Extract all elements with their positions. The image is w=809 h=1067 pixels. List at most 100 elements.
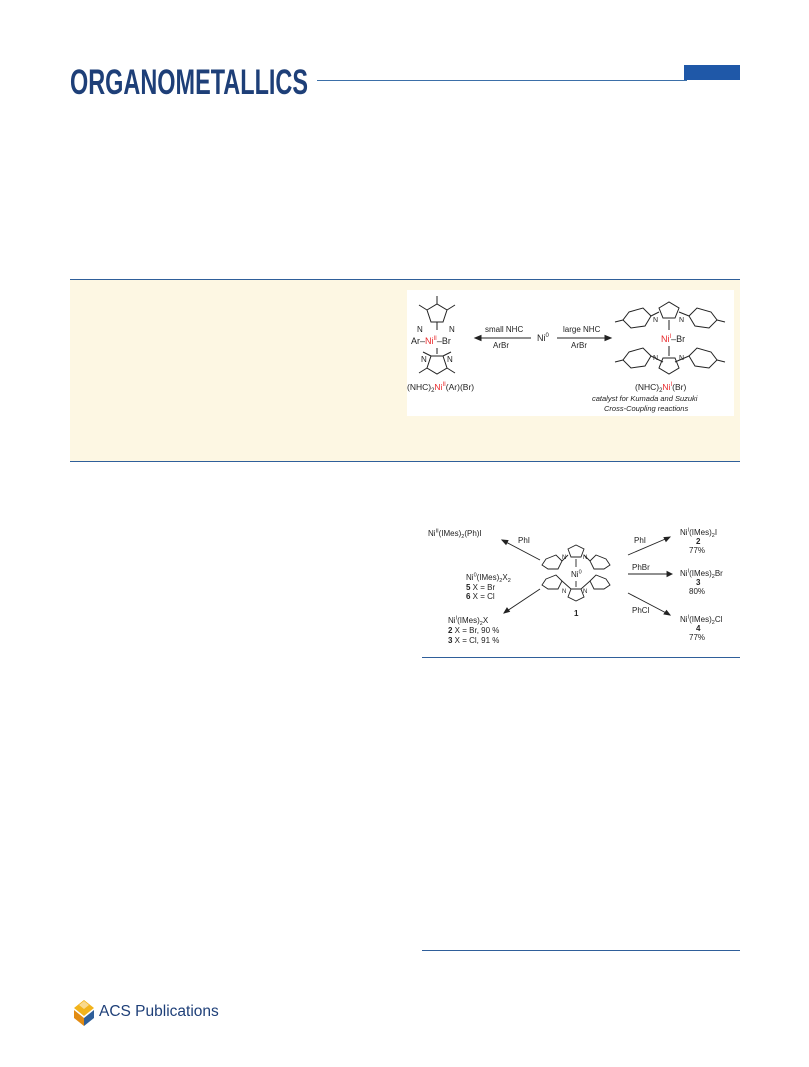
scheme-rule bbox=[422, 657, 740, 658]
scheme-ml-sub2: 2 bbox=[508, 578, 511, 584]
acs-publications-logo[interactable]: ACS Publications bbox=[70, 998, 219, 1028]
toc-reagent-center-ox: 0 bbox=[546, 333, 550, 339]
scheme-ml-a: Ni bbox=[466, 573, 474, 582]
scheme-r2-b: (IMes) bbox=[689, 569, 712, 578]
scheme-ml-ox: 0 bbox=[474, 573, 477, 579]
header-tab bbox=[684, 65, 740, 80]
toc-right-metal-ox: I bbox=[670, 334, 672, 340]
scheme-bl-l3-text: X = Cl, 91 % bbox=[452, 636, 499, 645]
scheme-bl-l2-text: X = Br, 90 % bbox=[452, 626, 499, 635]
journal-title: ORGANOMETALLICS bbox=[70, 63, 308, 100]
header-rule bbox=[317, 80, 687, 81]
toc-right-arrow-bottom: ArBr bbox=[571, 341, 587, 350]
toc-right-formula-pre: (NHC) bbox=[635, 382, 659, 392]
scheme-bl-arrow-icon bbox=[503, 588, 541, 614]
svg-text:NiII(IMes)2(Ph)I: NiII(IMes)2(Ph)I bbox=[428, 529, 482, 541]
scheme-r3-a: Ni bbox=[680, 615, 688, 624]
toc-left-center-left: Ar– bbox=[411, 336, 425, 346]
scheme-r1-reagent: PhI bbox=[634, 536, 646, 545]
scheme-r3-c: Cl bbox=[715, 615, 723, 624]
scheme-r1-a: Ni bbox=[680, 528, 688, 537]
svg-text:Ni0: Ni0 bbox=[537, 333, 550, 343]
svg-text:Ni0: Ni0 bbox=[571, 570, 582, 580]
scheme-tl-reagent: PhI bbox=[518, 536, 530, 545]
scheme-tl-c: (Ph)I bbox=[464, 529, 481, 538]
toc-reagent-center: Ni bbox=[537, 333, 546, 343]
toc-left-metal-ox: II bbox=[434, 336, 438, 342]
svg-text:N: N bbox=[679, 355, 684, 362]
scheme-ml-b: (IMes) bbox=[477, 573, 500, 582]
svg-text:NiI(IMes)2Br: NiI(IMes)2Br bbox=[680, 569, 723, 581]
svg-text:N: N bbox=[653, 355, 658, 362]
toc-left-formula-ox: II bbox=[442, 382, 446, 388]
scheme-bl-l3-num: 3 bbox=[448, 636, 453, 645]
scheme-r2-c: Br bbox=[715, 569, 723, 578]
svg-text:(NHC)2NiII(Ar)(Br): (NHC)2NiII(Ar)(Br) bbox=[407, 382, 474, 394]
scheme-r1-ox: I bbox=[688, 528, 690, 534]
toc-left-formula-metal: Ni bbox=[434, 382, 442, 392]
scheme-r3-num: 4 bbox=[696, 624, 701, 633]
scheme-r1-arrow-icon bbox=[627, 536, 672, 556]
scheme-tl-sub: 2 bbox=[461, 534, 464, 540]
toc-left-arrow-bottom: ArBr bbox=[493, 341, 509, 350]
acs-logo-icon bbox=[74, 1000, 94, 1026]
footer-rule bbox=[422, 950, 740, 951]
svg-text:NiI(IMes)2Cl: NiI(IMes)2Cl bbox=[680, 615, 723, 627]
journal-header: ORGANOMETALLICS bbox=[70, 60, 740, 100]
scheme-center-metal: Ni bbox=[571, 570, 579, 579]
scheme-r3-yield: 77% bbox=[689, 633, 705, 642]
scheme-center-ox: 0 bbox=[579, 570, 582, 576]
svg-text:N: N bbox=[653, 317, 658, 324]
svg-text:2 X = Br, 90 %: 2 X = Br, 90 % bbox=[448, 626, 499, 635]
scheme-r2-a: Ni bbox=[680, 569, 688, 578]
toc-graphic: N N Ar–NiII–Br N N (NHC)2NiII(Ar)(Br) bbox=[407, 290, 734, 416]
svg-text:Ni0(IMes)2X2: Ni0(IMes)2X2 bbox=[466, 573, 511, 585]
scheme-bl-a: Ni bbox=[448, 616, 456, 625]
scheme-r3-arrow-icon bbox=[627, 592, 672, 616]
toc-left-formula-pre: (NHC) bbox=[407, 382, 431, 392]
scheme-r3-ox: I bbox=[688, 615, 690, 621]
svg-text:N: N bbox=[583, 555, 587, 561]
toc-right-arrow-icon bbox=[557, 334, 613, 342]
scheme-ml-sub: 2 bbox=[499, 578, 502, 584]
scheme-center-complex-icon bbox=[541, 544, 611, 602]
scheme-r1-yield: 77% bbox=[689, 546, 705, 555]
svg-text:5 X = Br: 5 X = Br bbox=[466, 583, 495, 592]
scheme-ml-l3-num: 6 bbox=[466, 592, 471, 601]
toc-right-formula-metal: Ni bbox=[662, 382, 670, 392]
scheme-tl-arrow-icon bbox=[500, 539, 541, 561]
toc-left-formula-sub: 2 bbox=[431, 388, 435, 394]
toc-caption-line1: catalyst for Kumada and Suzuki bbox=[592, 394, 698, 403]
svg-text:NiI(IMes)2I: NiI(IMes)2I bbox=[680, 528, 717, 540]
toc-left-formula-post: (Ar)(Br) bbox=[446, 382, 474, 392]
scheme-r2-reagent: PhBr bbox=[632, 563, 650, 572]
svg-text:6 X = Cl: 6 X = Cl bbox=[466, 592, 495, 601]
scheme-ml-l2-num: 5 bbox=[466, 583, 471, 592]
scheme-r3-b: (IMes) bbox=[689, 615, 712, 624]
scheme-bl-sub: 2 bbox=[480, 621, 483, 627]
svg-text:Ar–NiII–Br: Ar–NiII–Br bbox=[411, 336, 451, 346]
scheme-r2-arrow-icon bbox=[628, 570, 674, 578]
svg-text:N: N bbox=[447, 355, 453, 364]
svg-text:NiI(IMes)2X: NiI(IMes)2X bbox=[448, 616, 489, 628]
scheme-r1-b: (IMes) bbox=[689, 528, 712, 537]
toc-right-center-right: –Br bbox=[671, 334, 685, 344]
scheme-r2-ox: I bbox=[688, 569, 690, 575]
acs-publications-acs: ACS bbox=[99, 1003, 131, 1020]
toc-left-center-right: –Br bbox=[437, 336, 451, 346]
scheme-r1-c: I bbox=[715, 528, 717, 537]
svg-text:N: N bbox=[562, 589, 566, 595]
scheme-bl-c: X bbox=[483, 616, 489, 625]
toc-right-formula-sub: 2 bbox=[659, 388, 663, 394]
svg-text:N: N bbox=[562, 555, 566, 561]
toc-right-metal: Ni bbox=[661, 334, 670, 344]
acs-publications-word: Publications bbox=[130, 1003, 219, 1020]
scheme-bl-ox: I bbox=[456, 616, 458, 622]
toc-left-metal: Ni bbox=[425, 336, 434, 346]
toc-right-formula-post: (Br) bbox=[672, 382, 686, 392]
toc-left-arrow-icon bbox=[473, 334, 531, 342]
scheme-ml-l2-text: X = Br bbox=[470, 583, 495, 592]
scheme-ml-l3-text: X = Cl bbox=[470, 592, 494, 601]
toc-right-arrow-top: large NHC bbox=[563, 325, 601, 334]
scheme-tl-ox: II bbox=[436, 529, 440, 535]
